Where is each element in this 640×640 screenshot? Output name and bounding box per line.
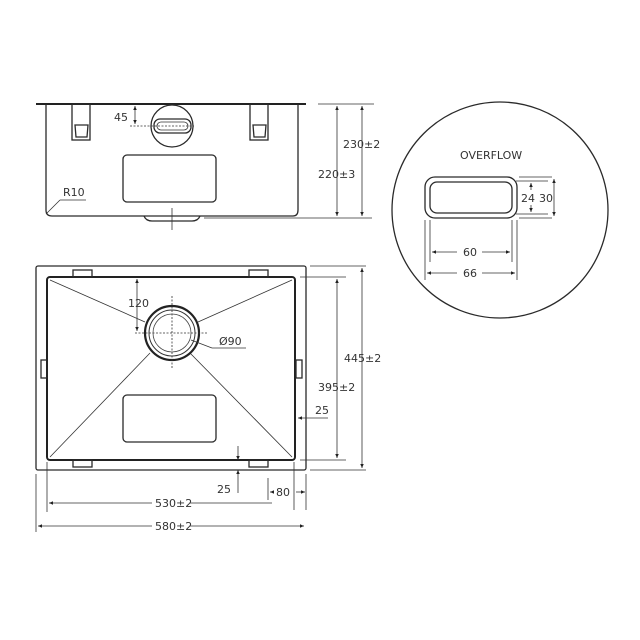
dim-bottom-margin: 25	[217, 483, 231, 496]
side-window	[122, 154, 217, 203]
detail-circle	[391, 101, 609, 319]
inner-bowl	[46, 276, 296, 461]
dim-outer-width: 580±2	[155, 520, 192, 533]
dim-outer-width: 66	[463, 267, 477, 280]
clip-tab	[40, 359, 48, 379]
overflow-detail: OVERFLOW 24 30 60 66	[391, 101, 609, 319]
outer-flange	[35, 265, 307, 471]
clip-tab	[295, 359, 303, 379]
dim-inner-depth: 220±3	[318, 168, 355, 181]
top-view: 120 Ø90 445±2 395±2 25 25 80 5	[35, 265, 381, 533]
dim-drain-offset: 120	[128, 297, 149, 310]
dim-inner-height: 24	[521, 192, 535, 205]
clip-tab	[72, 459, 93, 468]
clip-tab	[72, 269, 93, 278]
dim-drain-diameter: Ø90	[219, 335, 242, 348]
dim-inner-width: 60	[463, 246, 477, 259]
clip-tab	[248, 269, 269, 278]
mounting-clip-right	[249, 103, 269, 141]
corner-radius-label: R10	[63, 186, 85, 199]
dim-side-margin: 25	[315, 404, 329, 417]
dim-overflow-height: 45	[114, 111, 128, 124]
dim-drain-rear-offset: 80	[276, 486, 290, 499]
overflow-side	[130, 104, 194, 148]
overflow-outer	[424, 176, 518, 219]
mounting-clip-left	[71, 103, 91, 141]
bowl-outline	[45, 104, 299, 217]
side-view: 45 R10 220±3 230±2	[36, 103, 380, 230]
drain	[135, 296, 208, 368]
dim-outer-depth: 445±2	[344, 352, 381, 365]
dim-total-depth: 230±2	[343, 138, 380, 151]
dim-outer-height: 30	[539, 192, 553, 205]
overflow-inner	[429, 181, 513, 214]
dim-inner-width: 530±2	[155, 497, 192, 510]
dim-inner-depth: 395±2	[318, 381, 355, 394]
top-window	[122, 394, 217, 443]
clip-tab	[248, 459, 269, 468]
overflow-title: OVERFLOW	[460, 149, 522, 162]
